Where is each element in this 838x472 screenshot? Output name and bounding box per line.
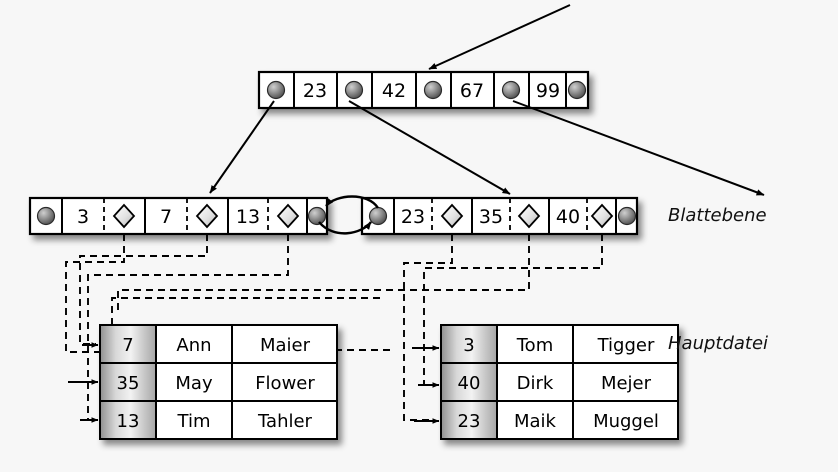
record-pointer-left-d1 [65,234,125,353]
arrow-leaf-prev-link [325,195,380,209]
table-row: Tigger [597,335,655,356]
sphere-pointer-icon [307,206,327,226]
leaf-level-label: Blattebene [668,205,767,226]
table-row: Ann [176,335,211,356]
root-node-pointers [266,80,587,100]
table-row: 13 [117,411,140,432]
record-pointer-right-d2 [117,234,530,310]
diamond-pointer-icon [517,203,541,229]
arrow-root-to-right-leaf [348,100,511,195]
table-row: 7 [122,335,133,356]
sphere-pointer-icon [567,80,587,100]
leaf-left-diamonds [112,203,300,229]
arrow-root-to-right-edge [512,100,765,196]
leaf-left-key-2: 13 [236,206,260,228]
arrow-root-to-left-leaf [209,100,275,194]
diamond-pointer-icon [112,203,136,229]
arrow-leaf-next-link [318,221,372,235]
sphere-pointer-icon [617,206,637,226]
leaf-right-diamonds [440,203,614,229]
sphere-pointer-icon [501,80,521,100]
sphere-pointer-icon [36,206,56,226]
sphere-pointer-icon [266,80,286,100]
arrow-into-root [428,4,571,70]
leaf-right-key-2: 40 [556,206,580,228]
table-row: Maik [514,411,557,432]
leaf-right-pointers [368,206,637,226]
table-row: 3 [463,335,474,356]
record-pointer-trunk-left-b [111,297,380,340]
main-file-table-right[interactable] [440,324,679,440]
table-row: Tom [516,335,553,356]
root-key-0: 23 [303,80,327,102]
table-row: Dirk [517,373,554,394]
record-arrowheads-right [412,345,440,424]
table-row: Tim [177,411,211,432]
diamond-pointer-icon [590,203,614,229]
main-file-table-left[interactable] [99,324,338,440]
root-key-1: 42 [382,80,406,102]
sphere-pointer-icon [344,80,364,100]
table-row: May [175,373,213,394]
leaf-right-key-0: 23 [401,206,425,228]
table-row: 23 [458,411,481,432]
record-arrowheads-left [68,342,99,423]
sphere-pointer-icon [368,206,388,226]
table-row: Tahler [257,411,313,432]
main-file-label: Hauptdatei [668,333,769,354]
root-key-2: 67 [460,80,484,102]
sphere-pointer-icon [423,80,443,100]
table-row: Mejer [601,373,652,394]
leaf-left-key-1: 7 [160,206,172,228]
table-row: 35 [117,373,140,394]
diamond-pointer-icon [440,203,464,229]
root-node[interactable] [257,70,590,110]
leaf-right-key-1: 35 [479,206,503,228]
diamond-pointer-icon [276,203,300,229]
root-key-3: 99 [536,80,560,102]
leaf-left-key-0: 3 [77,206,89,228]
table-row: 40 [458,373,481,394]
leaf-left-pointers [36,206,327,226]
record-pointer-right-d1 [403,234,453,421]
diamond-pointer-icon [195,203,219,229]
table-row: Flower [255,373,315,394]
table-row: Muggel [593,411,659,432]
table-row: Maier [260,335,311,356]
